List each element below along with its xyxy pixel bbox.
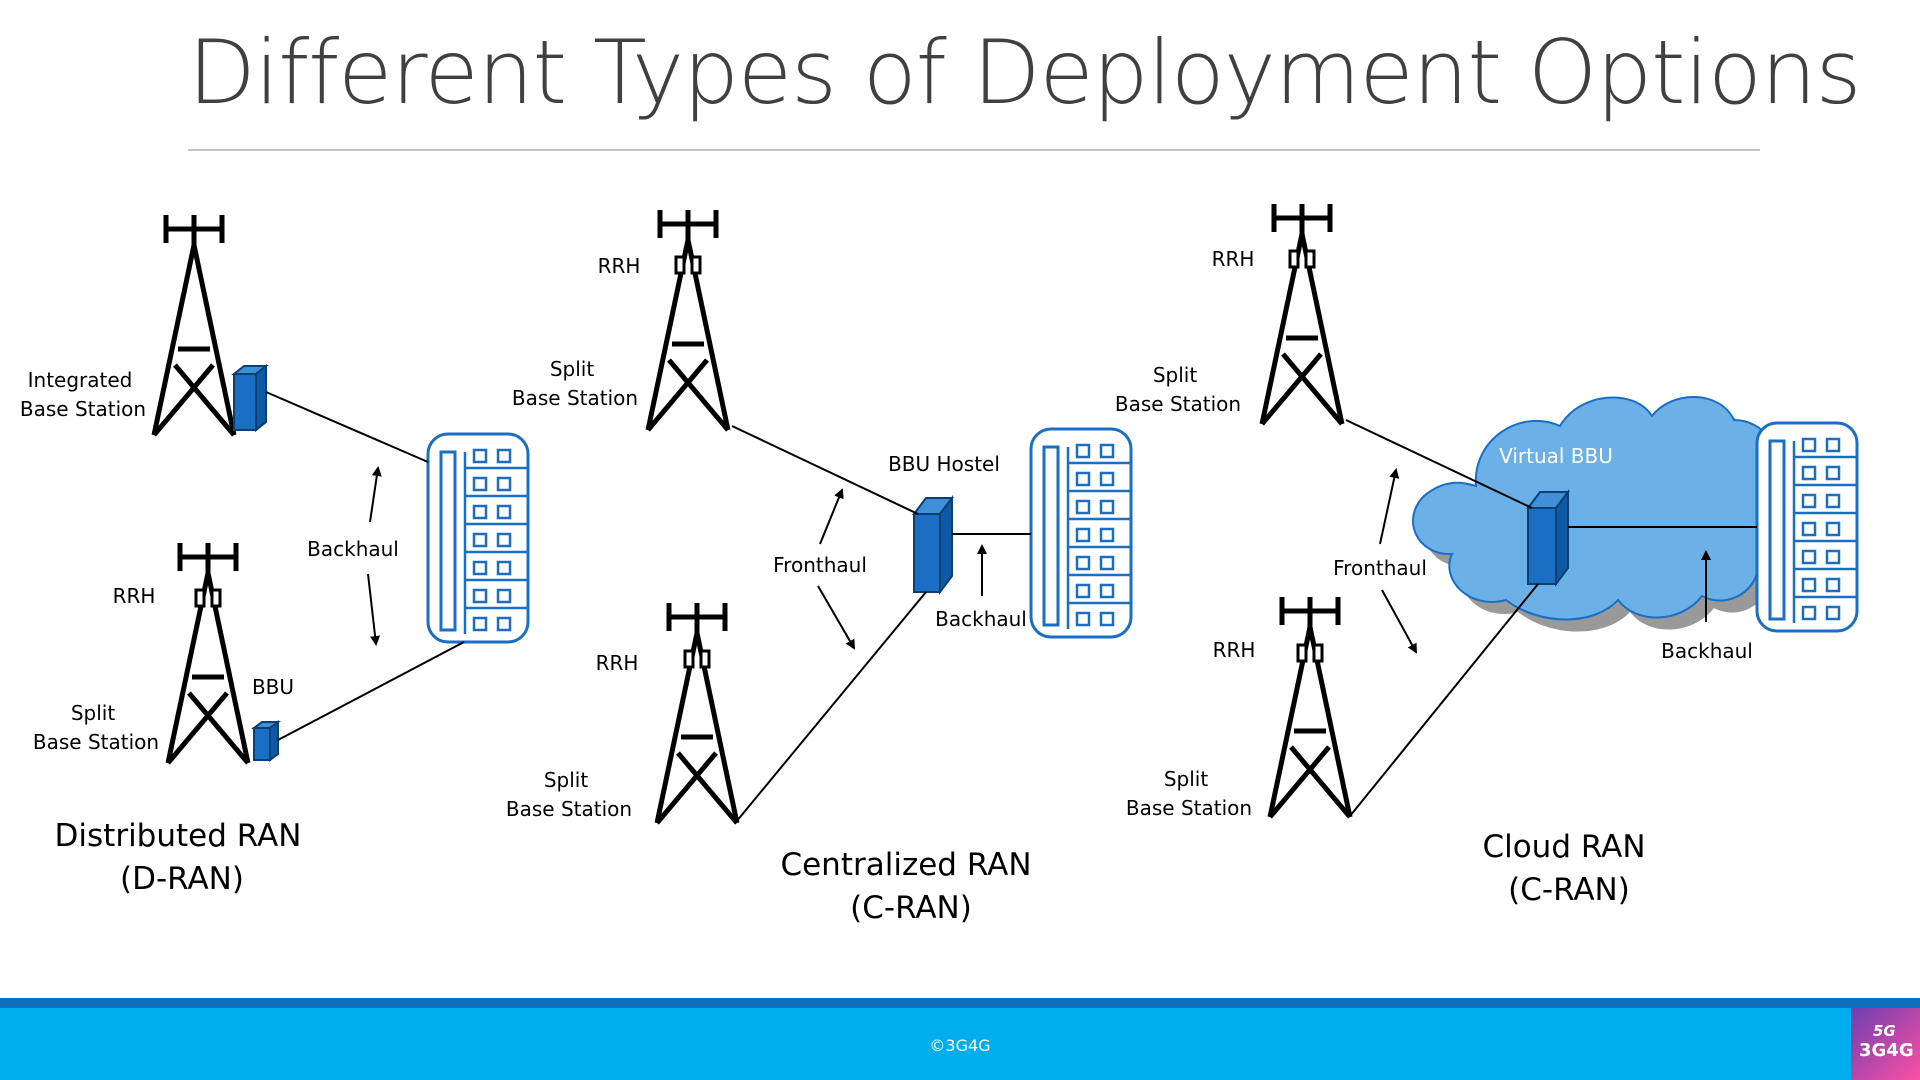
cloud-ran-top-rrh-label: RRH	[1212, 247, 1255, 271]
c-ran-bottom-rrh-label: RRH	[596, 651, 639, 675]
cloud-ran-bottom-split-line1: Split	[1164, 767, 1209, 791]
logo-brand-text: 3G4G	[1859, 1040, 1914, 1061]
c-ran-top-rrh-icon	[674, 255, 702, 275]
virtual-bbu-box-icon	[1526, 489, 1570, 587]
d-ran-core-building-icon	[426, 432, 530, 644]
cloud-ran-backhaul-label: Backhaul	[1661, 639, 1753, 663]
cloud-ran-core-building-icon	[1755, 421, 1859, 633]
c-ran-fronthaul-label: Fronthaul	[773, 553, 867, 577]
cloud-ran-top-tower-icon	[1262, 204, 1342, 424]
integrated-tower-icon	[154, 215, 234, 435]
c-ran-bottom-split-line2: Base Station	[506, 797, 632, 821]
c-ran-title-line2: (C-RAN)	[850, 890, 972, 926]
d-ran-rrh-label: RRH	[113, 584, 156, 608]
cloud-ran-section: RRH Split Base Station RRH Split Base St…	[1115, 204, 1859, 908]
c-ran-bottom-split-line1: Split	[544, 768, 589, 792]
cloud-ran-fronthaul-label: Fronthaul	[1333, 556, 1427, 580]
c-ran-top-split-line2: Base Station	[512, 386, 638, 410]
c-ran-backhaul-label: Backhaul	[935, 607, 1027, 631]
cloud-ran-fronthaul-arrow-up	[1379, 468, 1400, 545]
cloud-ran-fronthaul-link-bottom	[1349, 583, 1539, 817]
cloud-ran-title-line2: (C-RAN)	[1508, 872, 1630, 908]
d-ran-backhaul-link-bottom	[277, 641, 465, 741]
cloud-ran-top-rrh-icon	[1288, 249, 1316, 269]
title-divider	[188, 149, 1760, 151]
d-ran-title-line1: Distributed RAN	[55, 818, 302, 854]
rrh-unit-icon	[194, 588, 222, 608]
d-ran-title-line2: (D-RAN)	[120, 861, 244, 897]
c-ran-top-tower-icon	[648, 210, 728, 430]
c-ran-core-building-icon	[1029, 427, 1133, 639]
c-ran-section: RRH Split Base Station RRH Split Base St…	[506, 210, 1133, 926]
cloud-ran-fronthaul-arrow-down	[1381, 589, 1417, 654]
cloud-ran-top-split-line2: Base Station	[1115, 392, 1241, 416]
c-ran-fronthaul-arrow-down	[817, 585, 856, 650]
d-ran-backhaul-arrow-down	[367, 573, 381, 646]
c-ran-fronthaul-arrow-up	[819, 488, 844, 545]
bbu-hostel-box-icon	[912, 495, 954, 595]
footer-accent-stripe	[0, 998, 1920, 1008]
cloud-ran-bottom-split-line2: Base Station	[1126, 796, 1252, 820]
cloud-ran-bottom-rrh-label: RRH	[1213, 638, 1256, 662]
c-ran-bottom-rrh-icon	[683, 649, 711, 669]
c-ran-bottom-tower-icon	[657, 603, 737, 823]
cloud-ran-top-split-line1: Split	[1153, 363, 1198, 387]
cloud-ran-bottom-tower-icon	[1270, 597, 1350, 817]
integrated-base-station-box-icon	[231, 363, 269, 433]
cloud-ran-fronthaul-link-top	[1345, 419, 1533, 509]
bbu-hostel-label: BBU Hostel	[888, 452, 1000, 476]
footer-copyright: ©3G4G	[929, 1036, 991, 1055]
integrated-label-line2: Base Station	[20, 397, 146, 421]
d-ran-backhaul-link-top	[265, 391, 429, 463]
d-ran-backhaul-arrow-up	[369, 466, 382, 523]
slide-title: Different Types of Deployment Options	[188, 21, 1861, 124]
d-ran-bbu-label: BBU	[252, 675, 294, 699]
brand-logo: 5G 3G4G	[1851, 1008, 1920, 1080]
c-ran-top-split-line1: Split	[550, 357, 595, 381]
c-ran-fronthaul-link-bottom	[735, 591, 927, 823]
cloud-ran-bottom-rrh-icon	[1296, 643, 1324, 663]
logo-5g-mark: 5G	[1873, 1022, 1896, 1040]
d-ran-section: Integrated Base Station RRH Split Base S…	[20, 215, 530, 897]
d-ran-split-label-line2: Base Station	[33, 730, 159, 754]
d-ran-backhaul-label: Backhaul	[307, 537, 399, 561]
cloud-icon	[1412, 396, 1799, 632]
cloud-ran-title-line1: Cloud RAN	[1482, 829, 1645, 865]
d-ran-split-label-line1: Split	[71, 701, 116, 725]
split-tower-icon	[168, 543, 248, 763]
c-ran-top-rrh-label: RRH	[598, 254, 641, 278]
integrated-label-line1: Integrated	[28, 368, 133, 392]
bbu-box-icon	[251, 720, 281, 762]
c-ran-fronthaul-link-top	[731, 425, 919, 515]
ran-deployment-diagram: Integrated Base Station RRH Split Base S…	[20, 0, 1859, 926]
virtual-bbu-label: Virtual BBU	[1499, 444, 1613, 468]
footer-bar	[0, 1008, 1920, 1080]
c-ran-title-line1: Centralized RAN	[780, 847, 1031, 883]
